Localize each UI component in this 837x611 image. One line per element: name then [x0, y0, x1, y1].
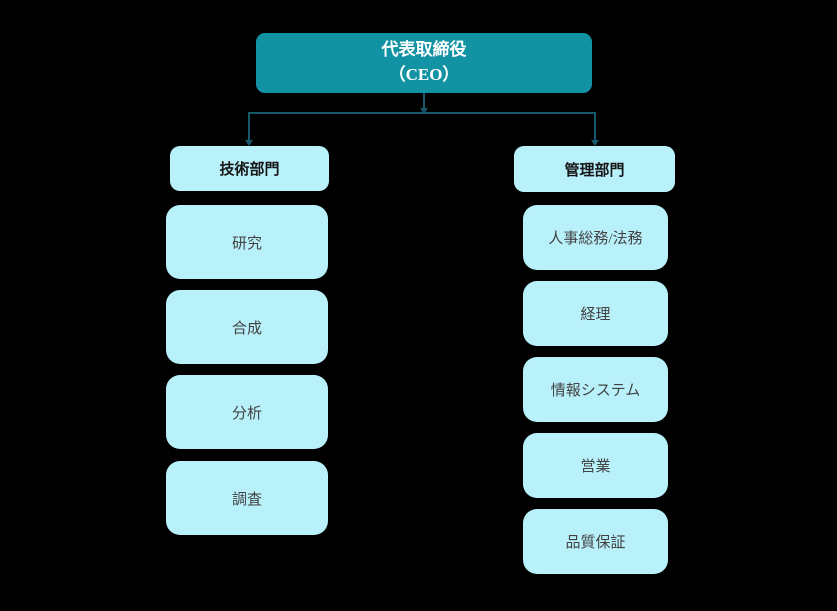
connector-drop-right: [594, 112, 596, 141]
org-node-analysis: 分析: [166, 375, 328, 449]
org-node-ceo: 代表取締役 （CEO）: [256, 33, 592, 93]
org-node-synthesis: 合成: [166, 290, 328, 364]
arrowhead-left-icon: [245, 140, 253, 146]
org-node-survey: 調査: [166, 461, 328, 535]
org-node-dept-technical: 技術部門: [170, 146, 329, 191]
connector-drop-left: [248, 112, 250, 141]
connector-horizontal-bus: [248, 112, 596, 114]
org-node-quality-assurance: 品質保証: [523, 509, 668, 574]
org-node-it-systems: 情報システム: [523, 357, 668, 422]
org-node-dept-admin: 管理部門: [514, 146, 675, 192]
ceo-title: 代表取締役: [381, 40, 467, 60]
arrowhead-root-junction-icon: [420, 108, 428, 114]
org-node-sales: 営業: [523, 433, 668, 498]
arrowhead-right-icon: [591, 140, 599, 146]
org-node-research: 研究: [166, 205, 328, 279]
connector-root-stem: [423, 93, 425, 113]
ceo-subtitle: （CEO）: [388, 65, 460, 84]
org-node-hr-legal: 人事総務/法務: [523, 205, 668, 270]
org-node-accounting: 経理: [523, 281, 668, 346]
